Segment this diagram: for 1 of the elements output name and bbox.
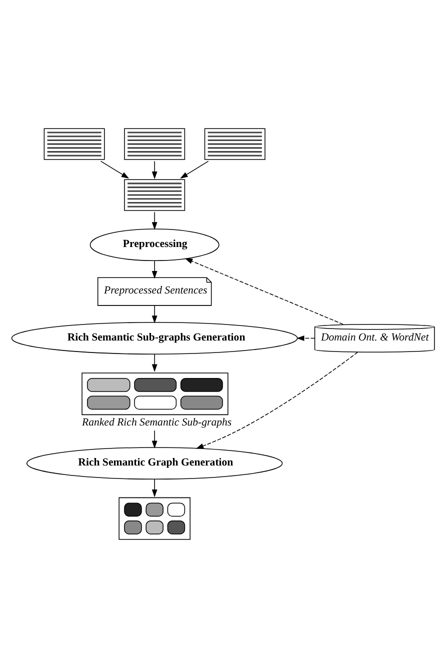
node-label: Ranked Rich Semantic Sub-graphs <box>82 416 232 429</box>
